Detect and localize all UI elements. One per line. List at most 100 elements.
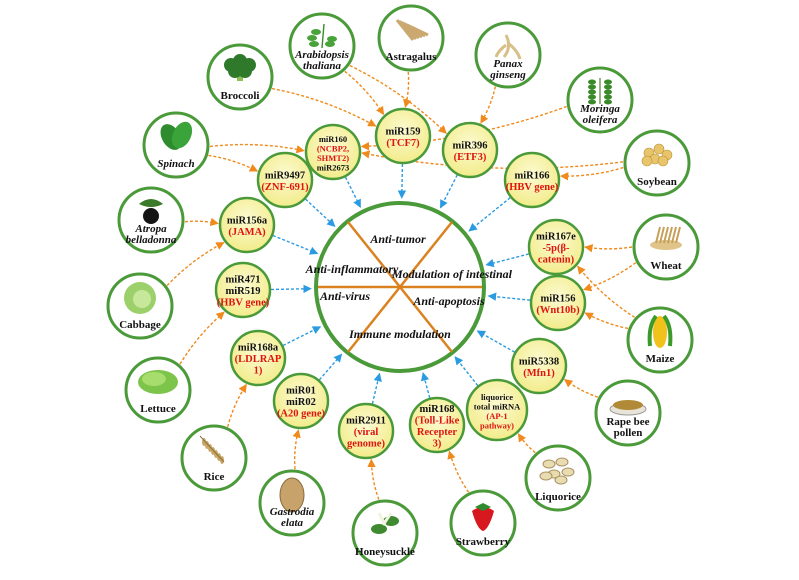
mirna-node-mir167e: miR167e-5p(β-catenin) xyxy=(527,218,585,276)
mirna-label: pathway) xyxy=(480,420,514,430)
mirna-label: miR01 xyxy=(286,386,316,397)
effect-anti-apoptosis: Anti-apoptosis xyxy=(412,294,485,308)
mirna-label: (A20 gene) xyxy=(277,409,326,420)
mirna-to-effect-arrow xyxy=(439,174,458,209)
mirna-label: miR166 xyxy=(515,170,550,181)
mirna-node-mir5338: miR5338(Mfn1) xyxy=(510,337,568,395)
mirna-circle xyxy=(214,261,272,319)
plant-node-spinach: Spinach xyxy=(142,111,210,179)
plant-to-mirna-arrow xyxy=(559,166,624,181)
mirna-node-mir159: miR159(TCF7) xyxy=(374,107,432,165)
arabidopsis-plant-icon xyxy=(307,23,337,49)
mirna-label: (ZNF-691) xyxy=(261,182,309,193)
mirna-circle xyxy=(408,396,466,454)
plant-ring xyxy=(351,499,419,567)
mirna-label: (viral xyxy=(354,427,379,438)
strawberry-icon xyxy=(472,503,494,531)
plant-node-lettuce: Lettuce xyxy=(124,356,192,424)
mirna-label: (TCF7) xyxy=(386,138,420,149)
plant-node-strawberry: Strawberry xyxy=(449,489,517,557)
plant-node-astragalus: Astragalus xyxy=(377,4,445,72)
ginseng-root-icon xyxy=(494,34,522,60)
mirna-to-effect-arrow xyxy=(468,197,511,232)
mirna-label: miR168a xyxy=(238,343,279,354)
mirna-circle xyxy=(503,151,561,209)
effect-modulation-intestinal: Modulation of intestinal xyxy=(391,267,513,281)
moringa-leaf-icon xyxy=(588,78,612,105)
mirna-circle xyxy=(527,218,585,276)
mirna-circle xyxy=(510,337,568,395)
plant-label: thaliana xyxy=(303,60,341,72)
plant-label: Panax xyxy=(493,58,523,70)
plant-label: Atropa xyxy=(134,223,167,235)
plant-node-cabbage: Cabbage xyxy=(106,272,174,340)
plant-to-mirna-arrow xyxy=(344,70,385,116)
mirna-label: (JAMA) xyxy=(228,227,266,238)
mirna-circle xyxy=(256,151,314,209)
mirna-to-effect-arrow xyxy=(487,292,531,301)
mirna-label: miR160 xyxy=(319,134,347,144)
mirna-circle xyxy=(441,121,499,179)
plant-label: Cabbage xyxy=(119,319,161,331)
mirna-label: miR2911 xyxy=(346,416,386,427)
plant-node-soybean: Soybean xyxy=(623,129,691,197)
plant-to-mirna-arrow xyxy=(582,262,637,292)
mirna-to-effect-arrow xyxy=(454,356,479,387)
mirna-label: (AP-1 xyxy=(486,411,507,421)
mirna-to-effect-arrow xyxy=(485,253,530,268)
soybean-icon xyxy=(641,143,673,167)
mirna-label: miR396 xyxy=(453,140,488,151)
mirna-label: (LDLRAP xyxy=(235,354,282,365)
plant-node-liquorice: Liquorice xyxy=(524,444,592,512)
mirna-to-effect-arrow xyxy=(371,372,382,404)
mirna-to-effect-arrow xyxy=(344,176,362,209)
effect-immune-modulation: Immune modulation xyxy=(348,327,451,341)
mirna-nodes: miR160(NCBP2,SHMT2)miR2673miR159(TCF7)mi… xyxy=(214,107,587,460)
spinach-leaf-icon xyxy=(160,121,193,150)
plant-label: Rice xyxy=(204,471,225,483)
plant-label: elata xyxy=(281,517,303,529)
mirna-label: genome) xyxy=(347,439,385,450)
plant-to-mirna-arrow xyxy=(367,458,380,500)
astragalus-root-icon xyxy=(395,19,429,41)
plant-to-mirna-arrow xyxy=(480,86,497,124)
plant-node-wheat: Wheat xyxy=(632,213,700,281)
plant-to-mirna-arrow xyxy=(227,383,247,428)
mirna-node-mir396: miR396(ETF3) xyxy=(441,121,499,179)
mirna-label: miR168 xyxy=(420,404,455,415)
mirna-to-effect-arrow xyxy=(305,198,336,227)
plant-to-mirna-arrow xyxy=(361,150,624,170)
mirna-label: miR519 xyxy=(226,286,261,297)
mirna-to-effect-arrow xyxy=(397,163,407,199)
mirna-node-mir156: miR156(Wnt10b) xyxy=(529,274,587,332)
mirna-label: -5p(β- xyxy=(542,243,570,254)
plant-label: Wheat xyxy=(650,260,682,272)
plant-to-mirna-arrow xyxy=(447,450,470,493)
mirna-to-effect-arrow xyxy=(270,284,312,294)
mirna-label: total miRNA xyxy=(474,401,521,411)
plant-label: Astragalus xyxy=(386,51,437,63)
plant-to-mirna-arrow xyxy=(208,154,259,172)
plant-node-broccoli: Broccoli xyxy=(206,43,274,111)
mirna-label: (HBV gene) xyxy=(217,298,270,309)
plant-label: Broccoli xyxy=(221,90,260,102)
mirna-label: (Mfn1) xyxy=(523,368,555,379)
plant-node-maize: Maize xyxy=(626,306,694,374)
plant-to-mirna-arrow xyxy=(349,64,447,134)
cabbage-icon xyxy=(124,282,156,314)
mirna-label: miR156a xyxy=(227,215,268,226)
belladonna-berry-icon xyxy=(139,199,163,224)
central-effects-circle: Anti-tumor Anti-inflammatory Modulation … xyxy=(305,201,513,373)
broccoli-icon xyxy=(224,54,256,81)
liquorice-slices-icon xyxy=(539,457,575,485)
plant-to-mirna-arrow xyxy=(271,87,377,127)
